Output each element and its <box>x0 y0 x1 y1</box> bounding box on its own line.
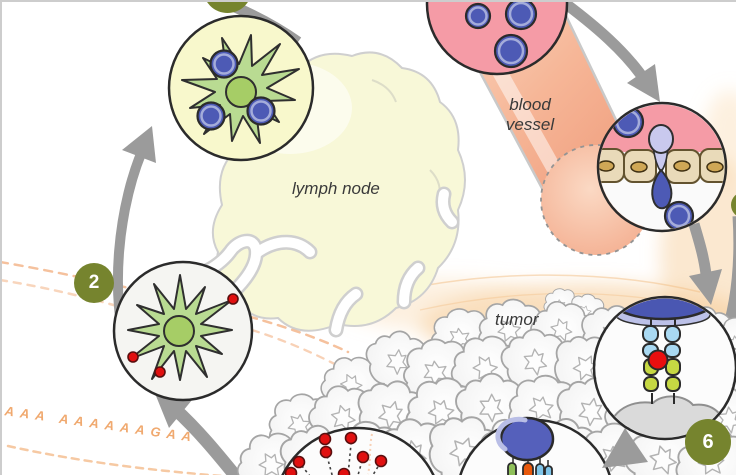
inset-outline <box>592 295 736 441</box>
tcell-inset <box>459 416 611 475</box>
arrow-to-antigen-uptake <box>169 403 244 475</box>
captured-antigens <box>127 293 239 378</box>
tcr-chains <box>642 325 681 358</box>
receptor-green <box>507 462 517 475</box>
arrowhead-to-lymph-presentation <box>122 126 156 163</box>
antigen-peptide <box>647 349 669 371</box>
step-badge-right-partial <box>731 192 736 218</box>
arrowhead-to-extravasation <box>627 64 660 102</box>
step-badge-6-number: 6 <box>702 430 714 453</box>
blood-vessel-label: blood vessel <box>505 95 555 134</box>
dc-nucleus <box>163 315 195 347</box>
chain-stems <box>650 319 676 404</box>
primed-t-cells <box>196 49 276 131</box>
step-badge-2: 2 <box>74 263 114 303</box>
squeezing-cell-top <box>648 124 674 154</box>
tumor-label: tumor <box>495 310 539 329</box>
receptor-blue-2 <box>544 465 553 475</box>
arrow-killing-head <box>602 428 648 468</box>
step-badge-2-number: 2 <box>88 272 100 293</box>
inset-outline <box>596 101 728 233</box>
arrow-to-extravasation <box>554 0 651 86</box>
released-antigens <box>284 431 388 475</box>
circulating-t-cells <box>464 0 538 69</box>
endothelial-nuclei <box>599 160 724 173</box>
t-cell-rim <box>495 416 528 452</box>
lymph-presentation-inset <box>167 14 315 162</box>
rna-strand-upper-2 <box>0 278 152 318</box>
t-cell-dome <box>607 298 719 321</box>
dc-nucleus <box>225 76 257 108</box>
t-cell-body <box>499 416 555 462</box>
receptor-blue-1 <box>535 463 545 475</box>
receptor-orange <box>522 462 534 475</box>
arrow-to-recognition <box>688 222 712 275</box>
circulating-tcells-inset <box>425 0 569 76</box>
squeezing-cell-bottom <box>651 168 673 210</box>
antigen-uptake-inset <box>112 260 254 402</box>
lymph-node-label: lymph node <box>292 179 380 198</box>
antigen-release-inset <box>281 426 435 475</box>
antigen-release-trails <box>301 443 380 475</box>
rna-strand-mid <box>250 328 352 374</box>
arrowhead-to-recognition <box>689 269 722 305</box>
step-badge-6: 6 <box>685 419 731 465</box>
rna-strand-lower <box>6 444 226 475</box>
